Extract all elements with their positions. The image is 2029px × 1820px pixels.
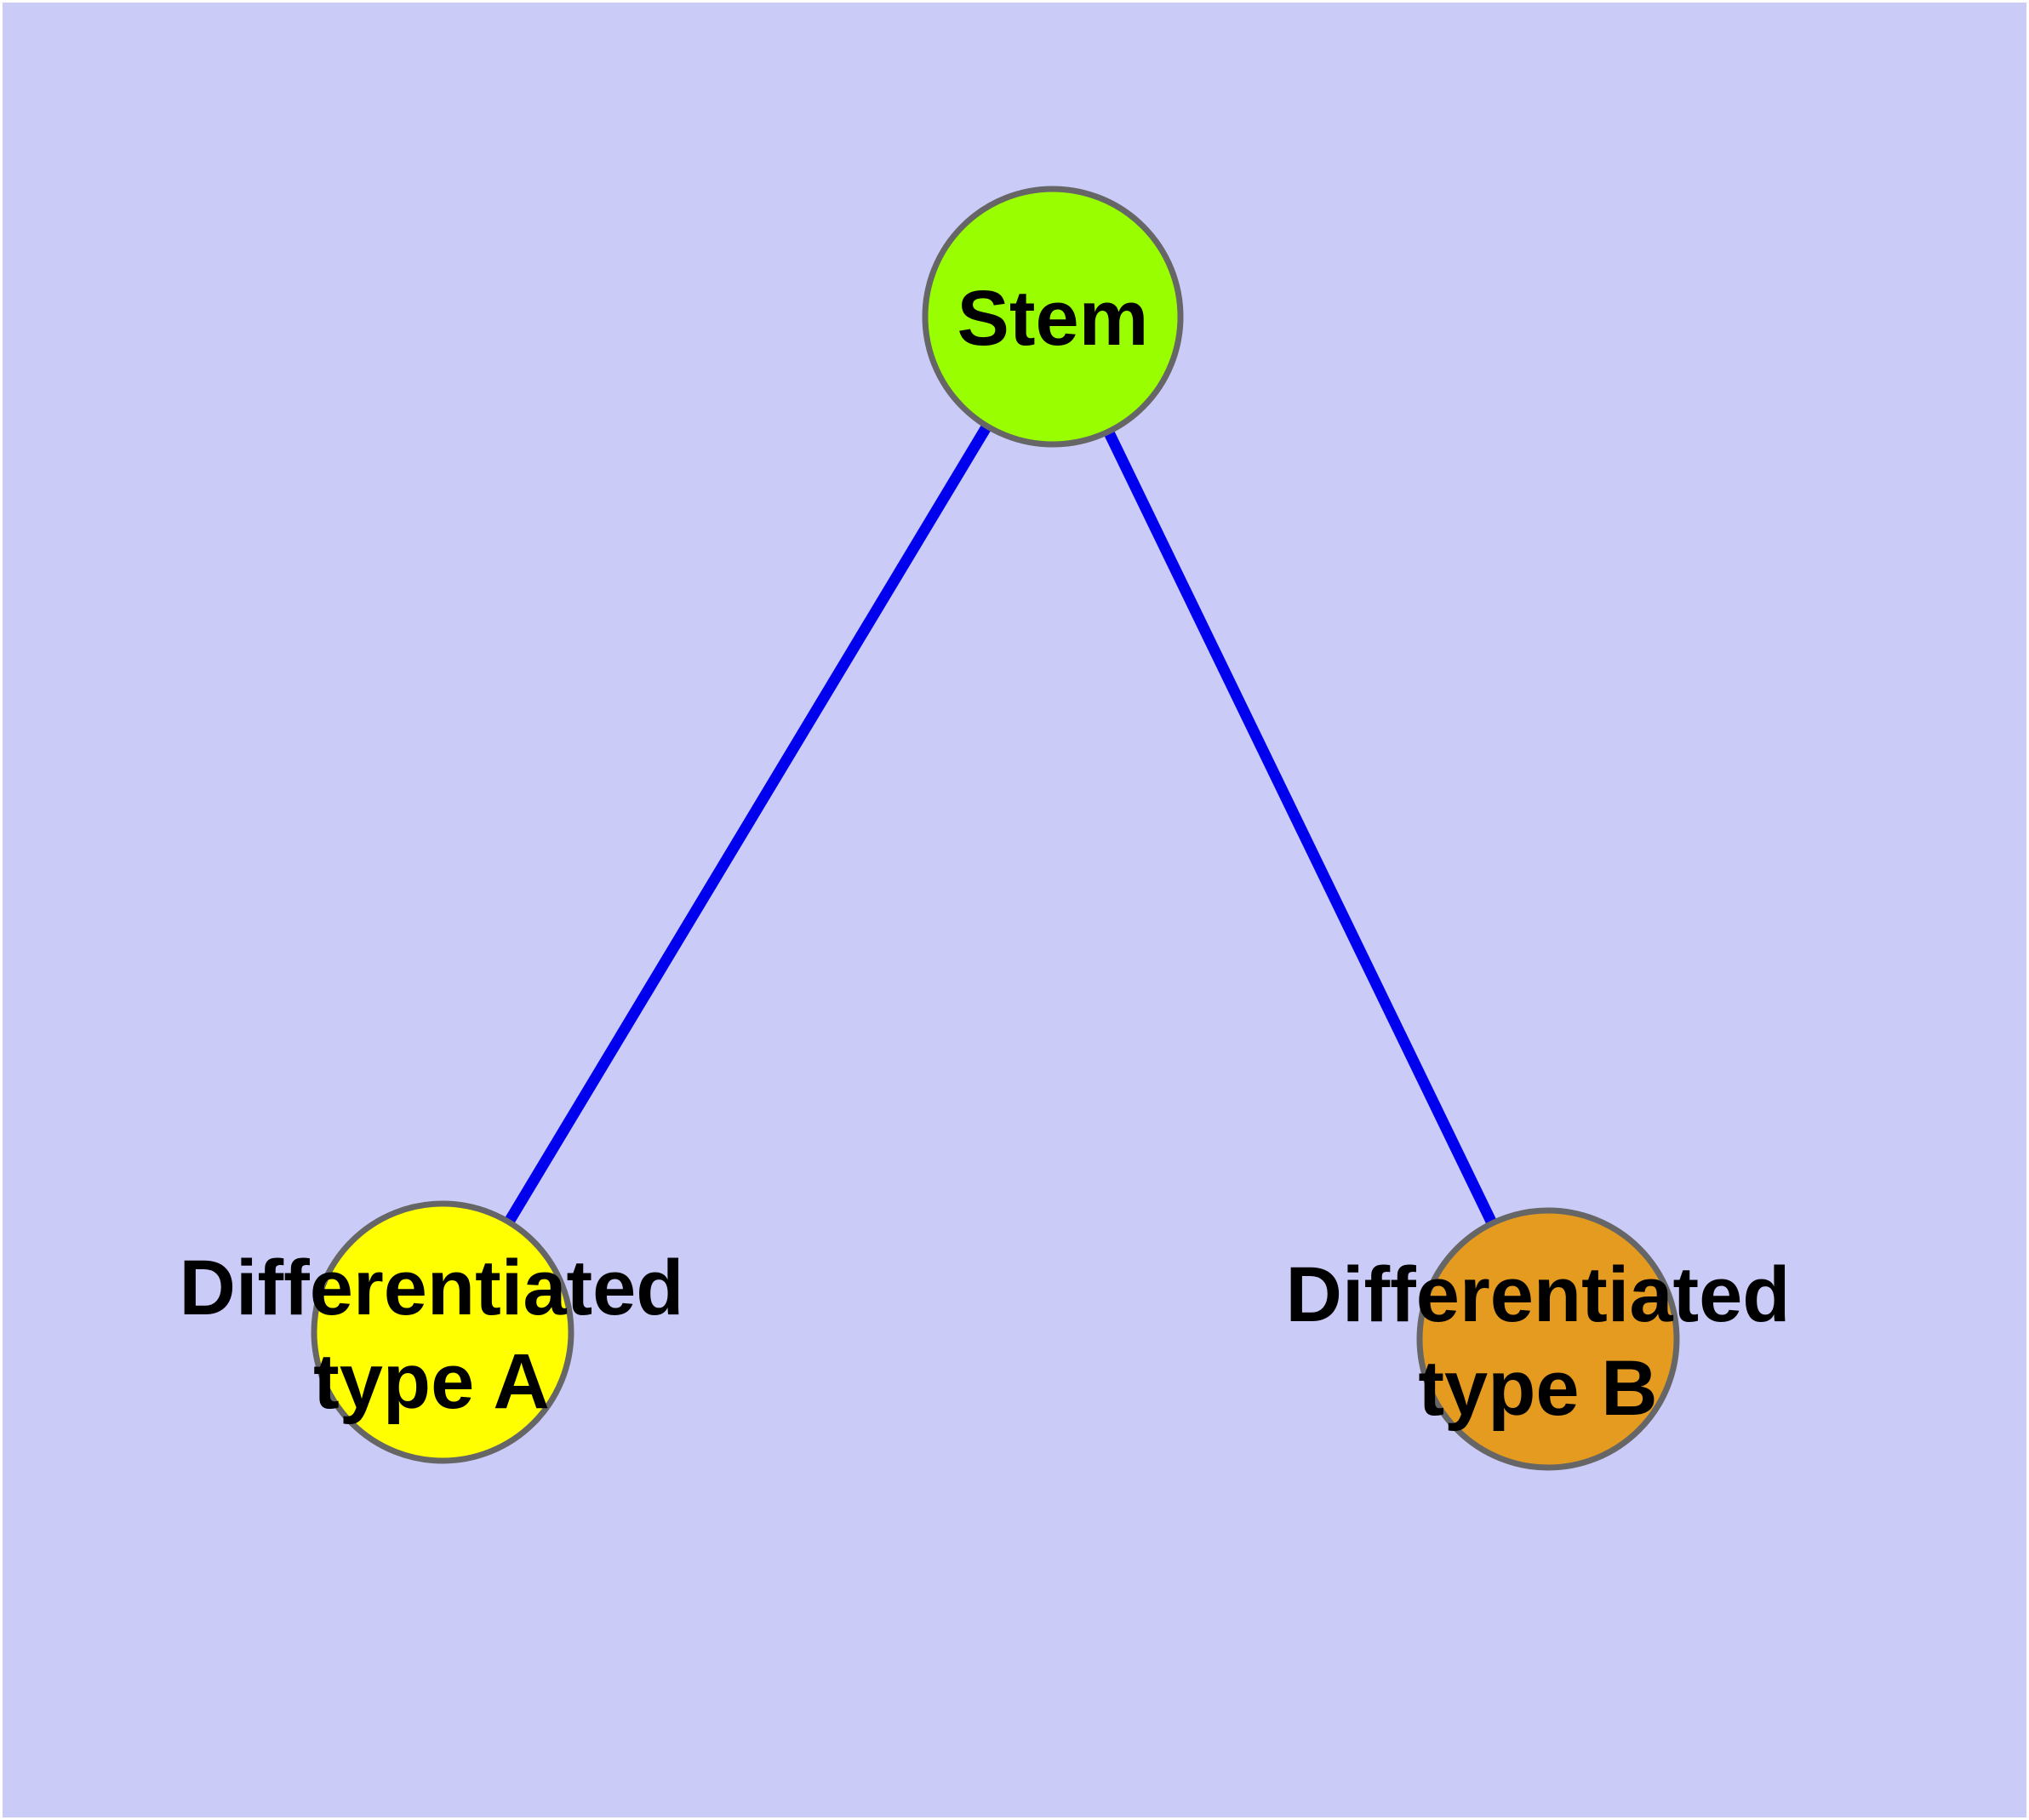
edge-stem-to-type-b [1048,314,1553,1342]
type-b-node-label-line2: type B [1418,1345,1658,1432]
stem-node-label: Stem [957,272,1149,365]
type-b-node [1416,1207,1680,1471]
type-b-node-label: Differentiated type B [1286,1248,1791,1435]
type-a-node-label-line2: type A [313,1338,550,1425]
type-a-node-label-line1: Differentiated [179,1245,684,1331]
type-a-node [311,1200,574,1464]
edge-stem-to-type-a [437,313,1058,1336]
type-b-node-label-line1: Differentiated [1285,1251,1791,1338]
type-a-node-label: Differentiated type A [180,1241,684,1428]
stem-node-label-text: Stem [957,275,1149,362]
stem-node [922,186,1184,448]
